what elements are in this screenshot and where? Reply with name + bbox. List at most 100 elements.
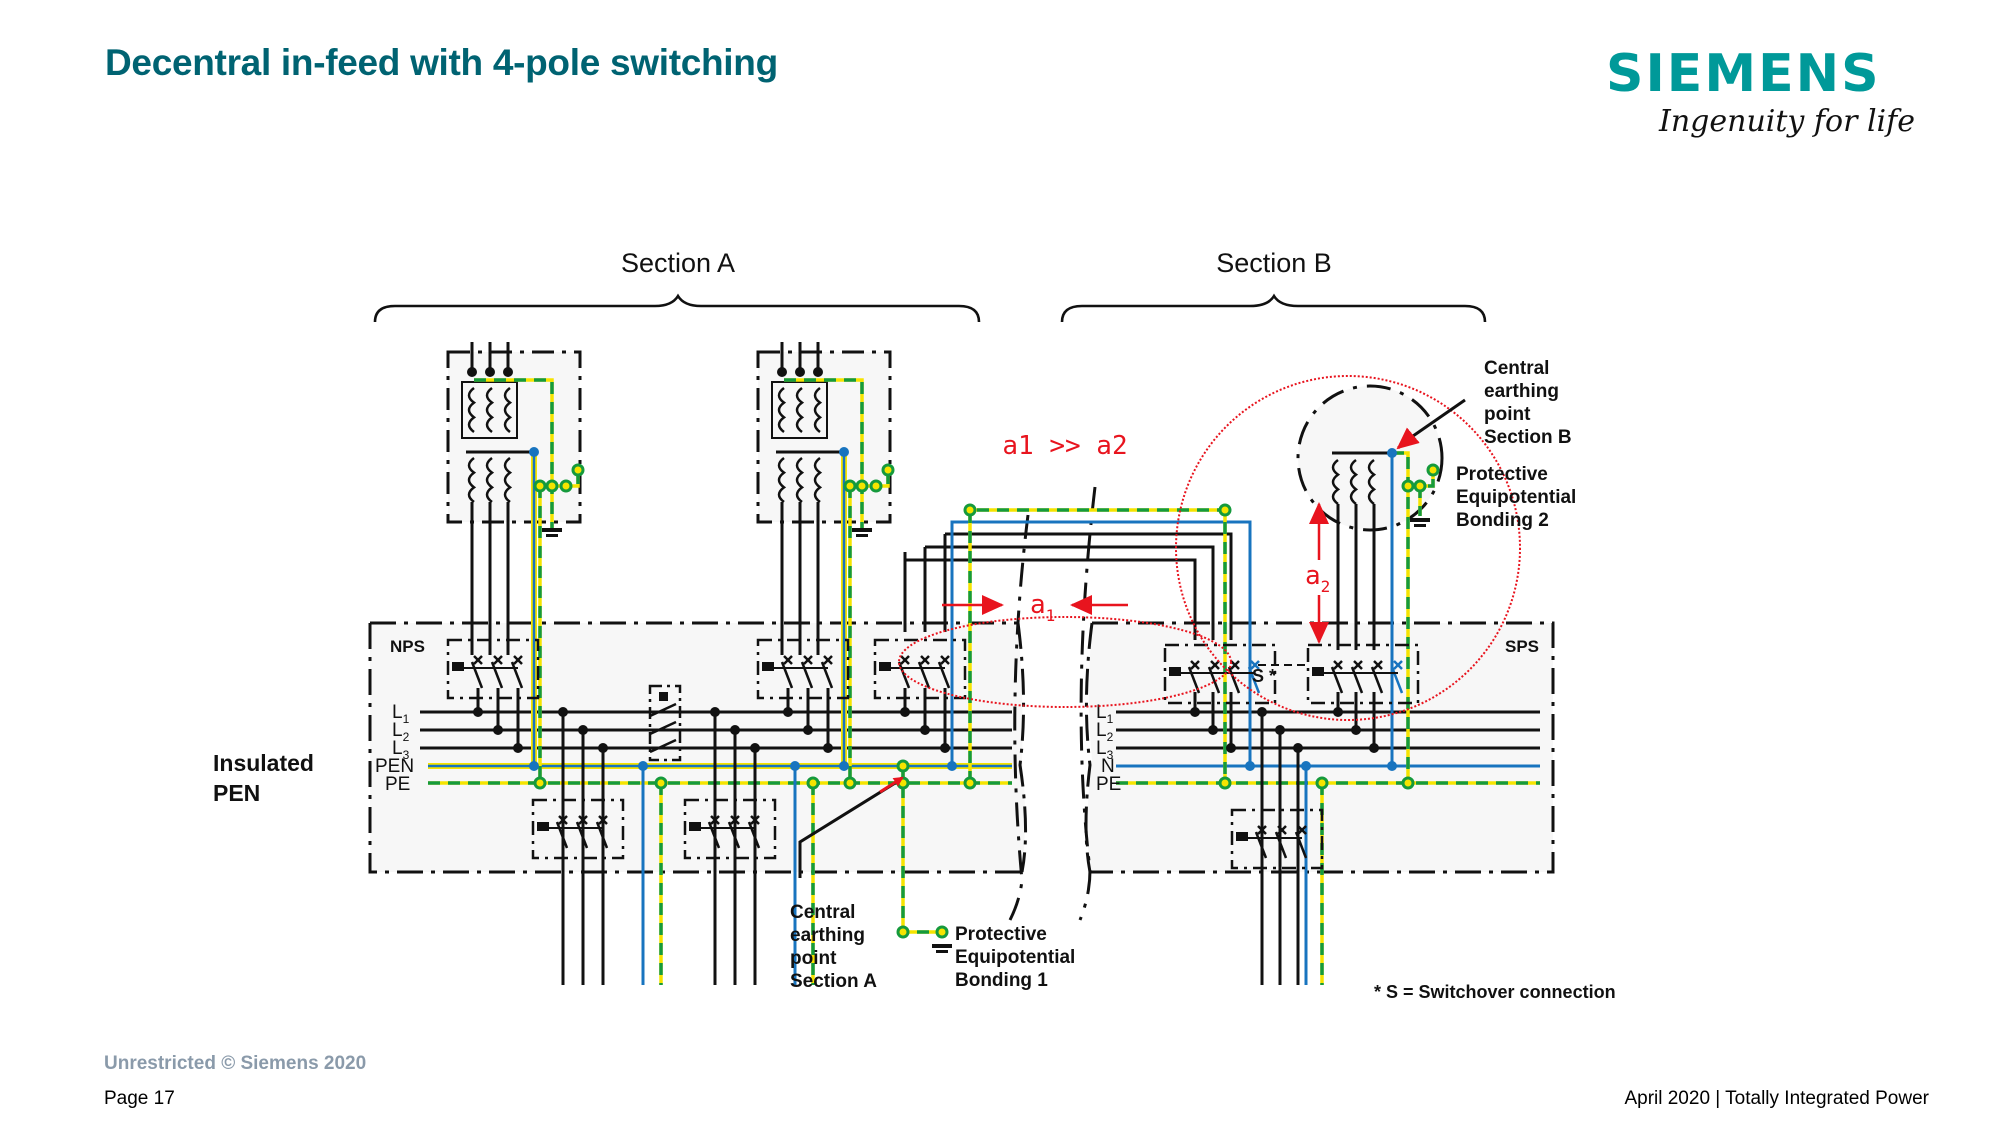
callout-peb2: Protective Equipotential Bonding 2 (1456, 464, 1576, 531)
breaker-x (598, 815, 608, 825)
tie-cable-l3 (945, 532, 1233, 640)
busbar-label-pen: PEN (375, 756, 414, 777)
section-a-brace (373, 293, 981, 323)
junction-dot (900, 707, 910, 717)
junction-dot (467, 367, 477, 377)
breaker-contact (1390, 666, 1404, 694)
breaker-contact (1294, 831, 1308, 859)
transformer-3-pe (1392, 451, 1410, 783)
junction-dot (795, 367, 805, 377)
earth-bar (1410, 518, 1430, 522)
junction-dot (473, 707, 483, 717)
circuit-breaker-icon (756, 638, 850, 700)
breaker-drive (879, 662, 891, 671)
junction-dot (1275, 725, 1285, 735)
junction-dot (710, 707, 720, 717)
breaker-contact (1330, 666, 1344, 694)
winding-coil (777, 386, 787, 434)
circuit-breaker-icon (531, 798, 625, 860)
breaker-x (558, 815, 568, 825)
breaker-enclosure (1306, 643, 1420, 705)
highlight-annotations: a1 >> a2 a1 a2 (898, 375, 1521, 721)
earth-bar (542, 528, 562, 532)
pe-terminal (1218, 503, 1232, 517)
breaker-x (473, 655, 483, 665)
siemens-logo: SIEMENS Ingenuity for life (1606, 44, 1915, 139)
breaker-x (1230, 660, 1240, 670)
junction-dot (839, 761, 849, 771)
logo-tagline: Ingenuity for life (1659, 104, 1915, 139)
junction-dot (485, 367, 495, 377)
breaker-x (920, 655, 930, 665)
breaker-x (493, 655, 503, 665)
breaker-x (1353, 660, 1363, 670)
transformer-2-tank-earth (784, 378, 864, 528)
pe-terminal (1401, 776, 1415, 790)
breaker-x (1277, 825, 1287, 835)
callout-ceps-b: Central earthing point Section B (1396, 358, 1572, 450)
svg-text:L3: L3 (392, 738, 410, 762)
breaker-contact (1350, 666, 1364, 694)
pe-terminal (1218, 776, 1232, 790)
bus-coupler-icon (648, 684, 682, 762)
circuit-breaker-icon (1163, 643, 1277, 705)
breaker-contact (747, 821, 761, 849)
breaker-contact (1254, 831, 1268, 859)
breaker-enclosure (683, 798, 777, 860)
svg-text:Central earthing p: Central earthing point Section B (1484, 358, 1572, 448)
switchboard-nps-label: NPS (390, 637, 425, 656)
breaker-x (803, 655, 813, 665)
junction-dot (1208, 725, 1218, 735)
breaker-contact (897, 661, 911, 689)
pe-terminal (1413, 479, 1427, 493)
breaker-contact (1370, 666, 1384, 694)
circuit-breakers (446, 638, 1420, 870)
pe-green (968, 508, 1227, 783)
winding-coil (485, 456, 495, 504)
earth-icon (542, 528, 562, 537)
breaker-drive (689, 822, 701, 831)
breaker-x (710, 815, 720, 825)
pe-terminal (843, 479, 857, 493)
tie-cable-pe (968, 508, 1227, 783)
break-line-left (1008, 514, 1030, 921)
earth-icon (852, 528, 872, 537)
breaker-enclosure (756, 638, 850, 700)
breaker-x (900, 655, 910, 665)
breaker-contact (595, 821, 609, 849)
callout-peb1: Protective Equipotential Bonding 1 (955, 924, 1075, 991)
junction-dot (777, 367, 787, 377)
winding-coil (795, 456, 805, 504)
junction-dot (598, 743, 608, 753)
logo-wordmark: SIEMENS (1606, 44, 1881, 104)
breaker-contact (937, 661, 951, 689)
pe-terminal (896, 759, 910, 773)
junction-dot (790, 761, 800, 771)
breaker-x (1297, 825, 1307, 835)
junction-dot (1387, 761, 1397, 771)
svg-text:L1: L1 (1096, 702, 1114, 726)
callout-ceps-a: Central earthing point Section A (790, 776, 904, 992)
breaker-drive (1169, 667, 1181, 676)
junction-dot (513, 743, 523, 753)
winding-coil (813, 456, 823, 504)
pe-terminal (963, 503, 977, 517)
section-b-label: Section B (1216, 248, 1332, 278)
breaker-enclosure (531, 798, 625, 860)
junction-dot (803, 725, 813, 735)
earth-bar (546, 534, 558, 537)
breaker-contact (555, 821, 569, 849)
winding-coil (503, 386, 513, 434)
circuit-breaker-icon (446, 638, 540, 700)
breaker-x (940, 655, 950, 665)
breaker-x (513, 655, 523, 665)
switchboard-sps-label: SPS (1505, 637, 1539, 656)
earth-bar (856, 534, 868, 537)
junction-dot (1301, 761, 1311, 771)
insulated-pen-label: Insulated PEN (213, 750, 320, 806)
junction-dot (1245, 761, 1255, 771)
pe-terminal (896, 925, 910, 939)
winding-coil (467, 386, 477, 434)
coupler-contact (649, 720, 677, 736)
